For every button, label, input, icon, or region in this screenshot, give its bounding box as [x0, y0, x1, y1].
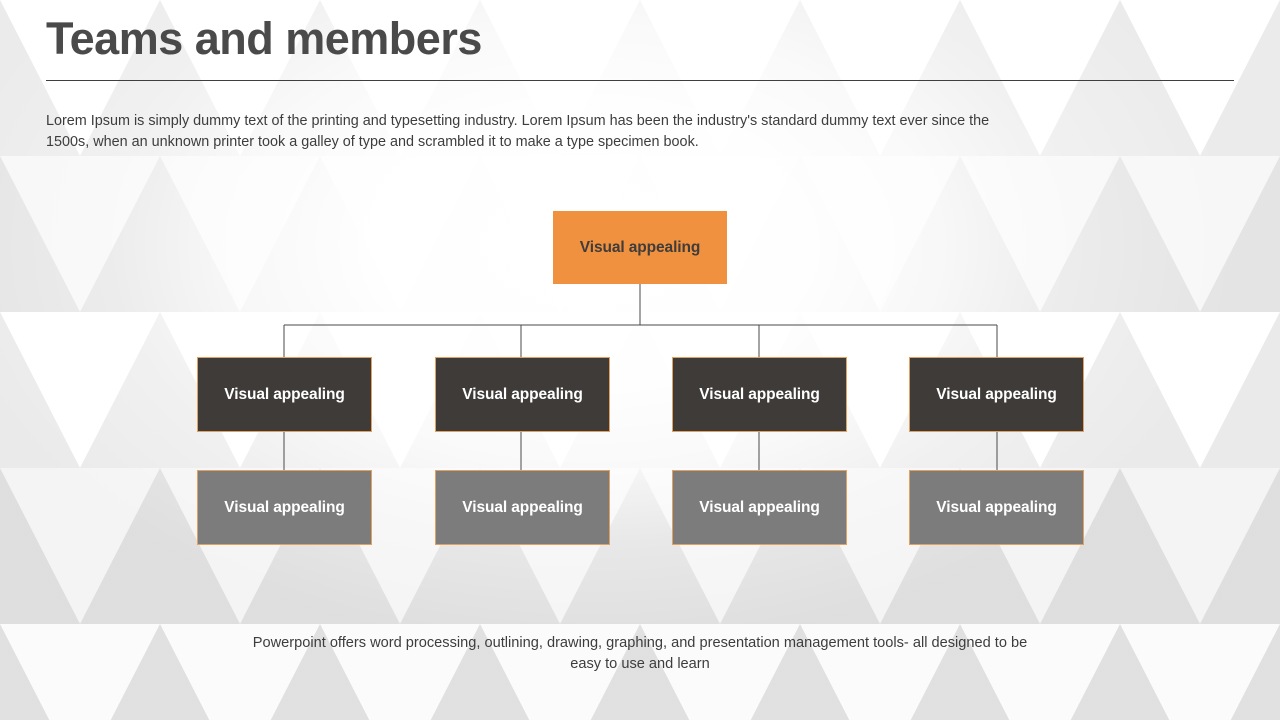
- org-node-level2-1[interactable]: Visual appealing: [197, 357, 372, 432]
- org-node-level3-1[interactable]: Visual appealing: [197, 470, 372, 545]
- footer-caption: Powerpoint offers word processing, outli…: [252, 634, 1028, 672]
- title-divider: [46, 80, 1234, 81]
- org-node-level2-4[interactable]: Visual appealing: [909, 357, 1084, 432]
- org-node-root[interactable]: Visual appealing: [553, 211, 727, 284]
- org-node-level3-4[interactable]: Visual appealing: [909, 470, 1084, 545]
- org-node-level2-3[interactable]: Visual appealing: [672, 357, 847, 432]
- intro-paragraph: Lorem Ipsum is simply dummy text of the …: [46, 113, 990, 151]
- org-node-level2-2[interactable]: Visual appealing: [435, 357, 610, 432]
- org-node-level3-2[interactable]: Visual appealing: [435, 470, 610, 545]
- page-title: Teams and members: [46, 13, 482, 64]
- org-node-level3-3[interactable]: Visual appealing: [672, 470, 847, 545]
- header: Teams and members: [46, 10, 482, 68]
